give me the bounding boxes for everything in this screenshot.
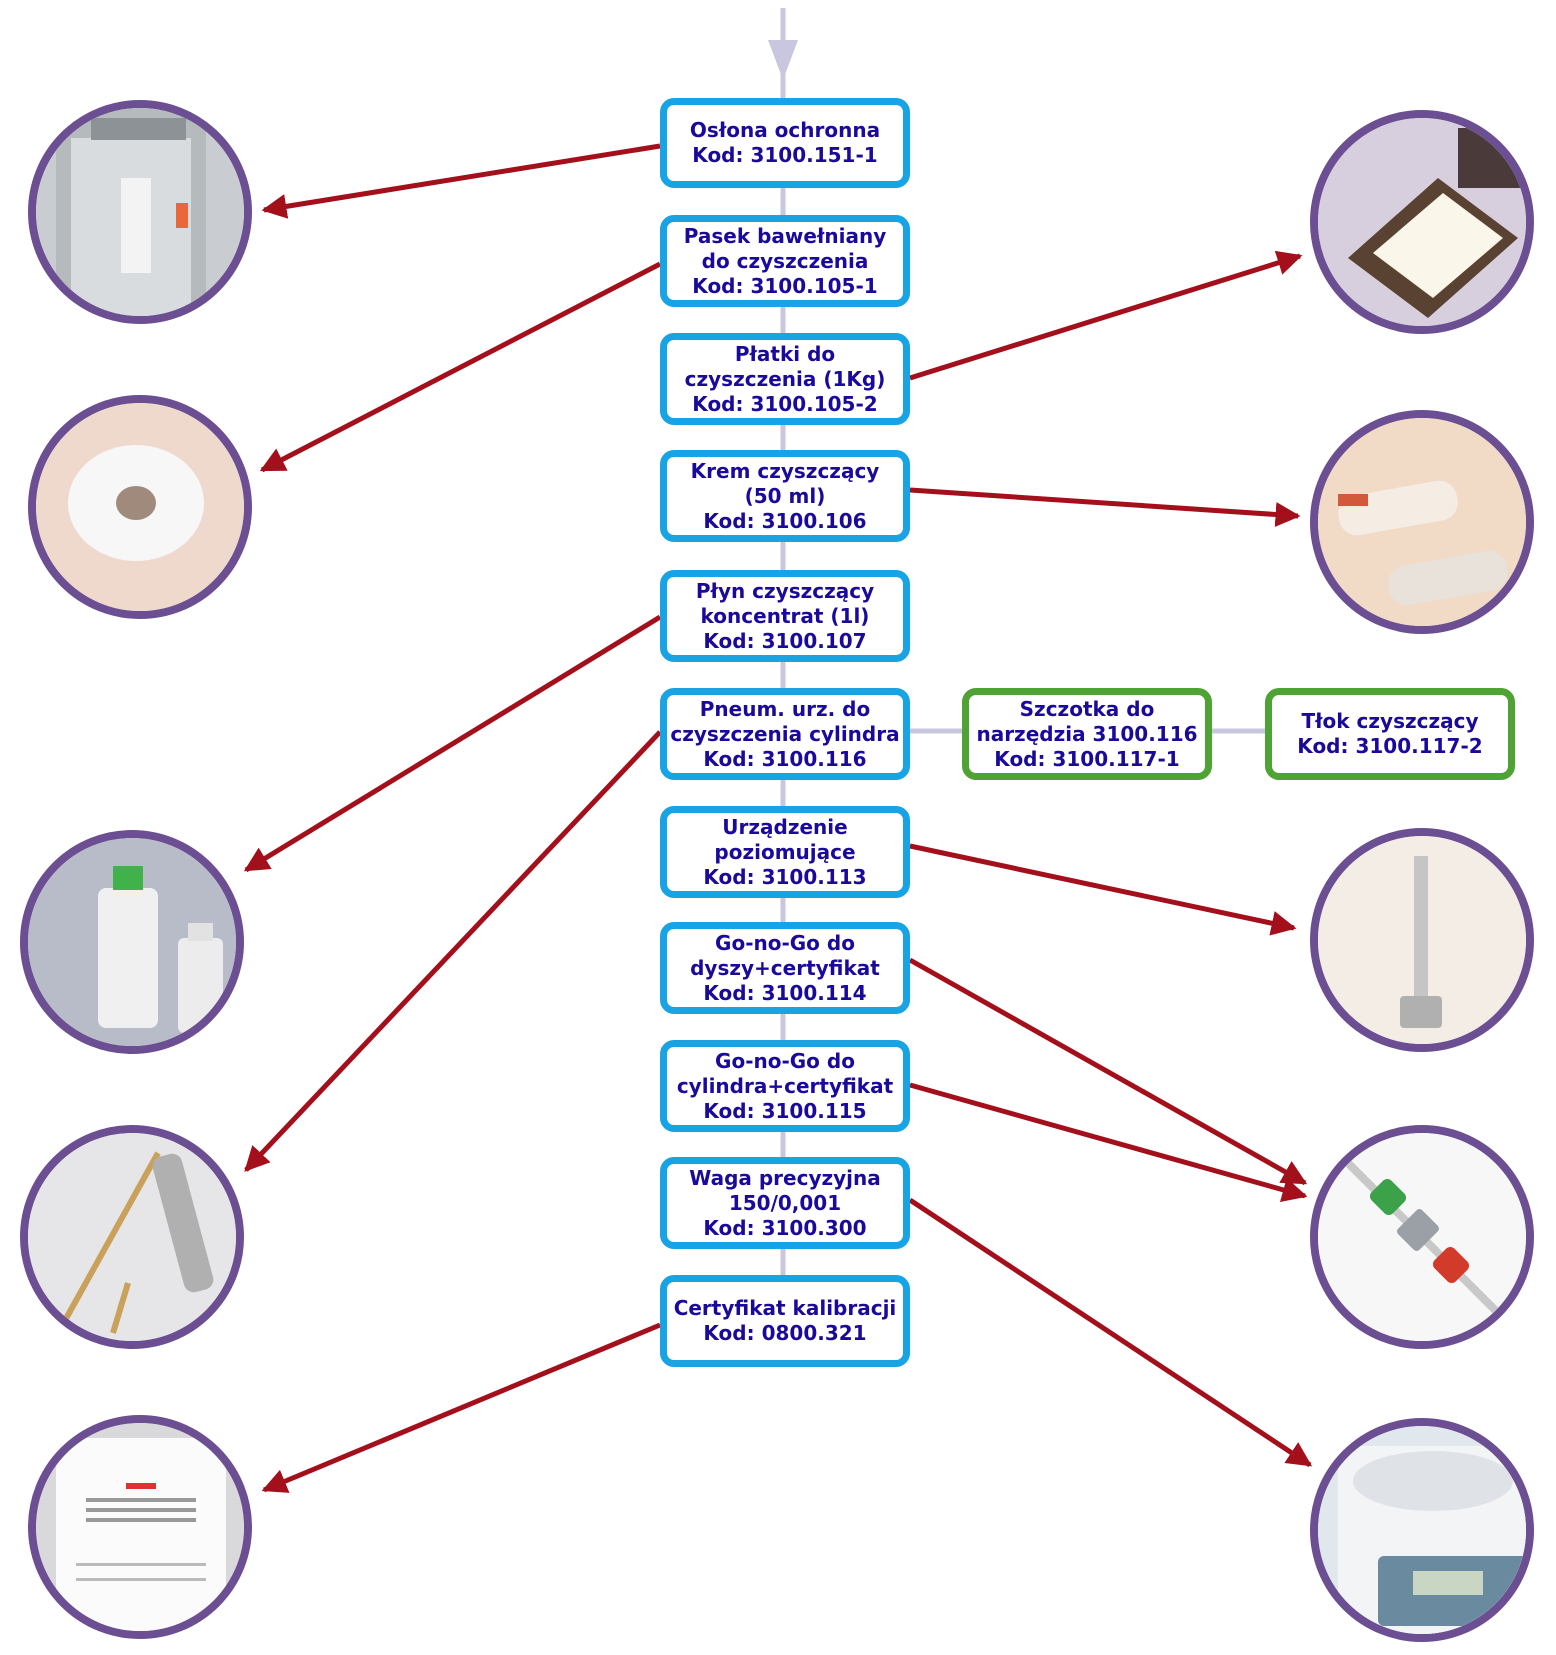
box-line: Krem czyszczący — [691, 459, 880, 484]
product-box-leveling-device: Urządzenie poziomujące Kod: 3100.113 — [660, 806, 910, 898]
box-line: czyszczenia (1Kg) — [685, 367, 886, 392]
product-box-cleaning-fluid: Płyn czyszczący koncentrat (1l) Kod: 310… — [660, 570, 910, 662]
box-line: dyszy+certyfikat — [690, 956, 880, 981]
entry-arrow-icon — [768, 40, 798, 80]
box-line: narzędzia 3100.116 — [976, 722, 1197, 747]
arrow-to-cotton-roll — [262, 264, 660, 470]
product-box-calibration-certificate: Certyfikat kalibracji Kod: 0800.321 — [660, 1275, 910, 1367]
cleaning-cream-photo — [1310, 410, 1534, 634]
box-line: Pneum. urz. do — [700, 697, 870, 722]
product-box-cotton-strip: Pasek bawełniany do czyszczenia Kod: 310… — [660, 215, 910, 307]
arrow-to-precision-scale — [910, 1200, 1310, 1465]
box-line: Go-no-Go do — [715, 931, 855, 956]
leveling-tool-photo — [1310, 828, 1534, 1052]
box-line: Kod: 3100.107 — [703, 629, 866, 654]
box-line: Osłona ochronna — [690, 118, 880, 143]
box-line: koncentrat (1l) — [701, 604, 870, 629]
box-line: Płyn czyszczący — [696, 579, 874, 604]
product-box-precision-scale: Waga precyzyjna 150/0,001 Kod: 3100.300 — [660, 1157, 910, 1249]
box-line: Kod: 3100.114 — [703, 981, 866, 1006]
product-box-cleaning-flakes: Płatki do czyszczenia (1Kg) Kod: 3100.10… — [660, 333, 910, 425]
arrow-to-calibration-certificate — [264, 1325, 660, 1490]
arrow-to-fluid-bottles — [246, 617, 660, 870]
accessory-box-brush: Szczotka do narzędzia 3100.116 Kod: 3100… — [962, 688, 1212, 780]
box-line: Waga precyzyjna — [689, 1166, 881, 1191]
box-line: Kod: 3100.106 — [703, 509, 866, 534]
pneumatic-cleaner-photo — [20, 1125, 244, 1349]
box-line: Kod: 3100.113 — [703, 865, 866, 890]
product-box-go-no-go-cylinder: Go-no-Go do cylindra+certyfikat Kod: 310… — [660, 1040, 910, 1132]
box-line: cylindra+certyfikat — [677, 1074, 893, 1099]
box-line: Pasek bawełniany — [684, 224, 887, 249]
protective-cover-photo — [28, 100, 252, 324]
box-line: Szczotka do — [1020, 697, 1155, 722]
cotton-roll-photo — [28, 395, 252, 619]
cleaning-flakes-photo — [1310, 110, 1534, 334]
calibration-certificate-photo — [28, 1415, 252, 1639]
box-line: Urządzenie — [722, 815, 847, 840]
go-no-go-gauge-photo — [1310, 1125, 1534, 1349]
product-box-pneumatic-cleaner: Pneum. urz. do czyszczenia cylindra Kod:… — [660, 688, 910, 780]
arrow-to-pneumatic-cleaner — [246, 732, 660, 1170]
accessory-box-piston: Tłok czyszczący Kod: 3100.117-2 — [1265, 688, 1515, 780]
box-line: 150/0,001 — [729, 1191, 841, 1216]
box-line: Kod: 0800.321 — [703, 1321, 866, 1346]
box-line: do czyszczenia — [702, 249, 869, 274]
product-box-cleaning-cream: Krem czyszczący (50 ml) Kod: 3100.106 — [660, 450, 910, 542]
arrow-to-protective-cover — [264, 146, 660, 210]
precision-scale-photo — [1310, 1418, 1534, 1642]
arrow-to-go-no-go-2 — [910, 1085, 1305, 1196]
box-line: czyszczenia cylindra — [670, 722, 899, 747]
arrow-to-leveling-tool — [910, 846, 1294, 928]
box-line: Tłok czyszczący — [1301, 709, 1478, 734]
box-line: Kod: 3100.115 — [703, 1099, 866, 1124]
box-line: Kod: 3100.105-1 — [692, 274, 877, 299]
box-line: poziomujące — [714, 840, 855, 865]
arrow-to-cleaning-flakes — [910, 256, 1300, 378]
arrow-to-cleaning-cream — [910, 490, 1298, 516]
box-line: Kod: 3100.116 — [703, 747, 866, 772]
arrow-to-go-no-go-1 — [910, 960, 1305, 1183]
box-line: Certyfikat kalibracji — [674, 1296, 897, 1321]
box-line: Kod: 3100.300 — [703, 1216, 866, 1241]
box-line: (50 ml) — [745, 484, 826, 509]
box-line: Kod: 3100.105-2 — [692, 392, 877, 417]
box-line: Płatki do — [735, 342, 835, 367]
box-line: Kod: 3100.151-1 — [692, 143, 877, 168]
fluid-bottles-photo — [20, 830, 244, 1054]
product-box-protective-cover: Osłona ochronna Kod: 3100.151-1 — [660, 98, 910, 188]
box-line: Kod: 3100.117-1 — [994, 747, 1179, 772]
box-line: Kod: 3100.117-2 — [1297, 734, 1482, 759]
product-box-go-no-go-nozzle: Go-no-Go do dyszy+certyfikat Kod: 3100.1… — [660, 922, 910, 1014]
box-line: Go-no-Go do — [715, 1049, 855, 1074]
